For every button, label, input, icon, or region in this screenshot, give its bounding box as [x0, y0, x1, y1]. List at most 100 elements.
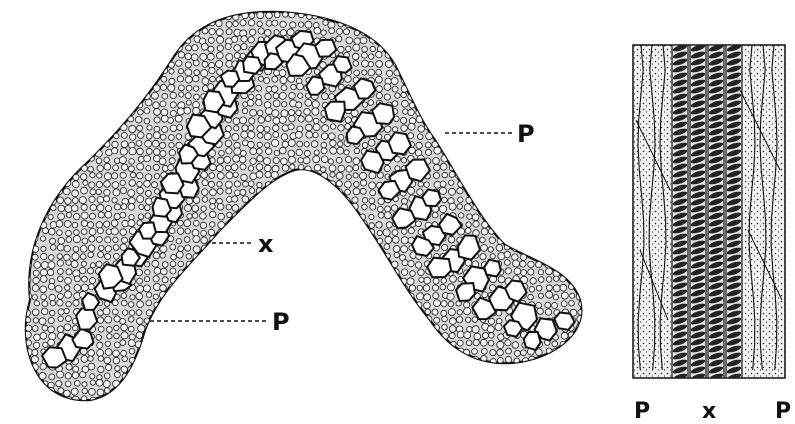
- phloem-cell: [411, 60, 416, 65]
- phloem-cell: [224, 357, 231, 364]
- phloem-cell: [386, 222, 392, 228]
- phloem-cell: [272, 110, 279, 117]
- phloem-cell: [561, 93, 568, 100]
- phloem-cell: [353, 390, 359, 396]
- label-xylem: x: [258, 230, 274, 258]
- phloem-cell: [72, 372, 79, 379]
- phloem-cell: [498, 109, 504, 115]
- phloem-cell: [137, 318, 144, 325]
- phloem-cell: [503, 61, 509, 67]
- phloem-cell: [232, 285, 239, 292]
- phloem-cell: [488, 116, 494, 122]
- phloem-cell: [545, 61, 552, 68]
- phloem-cell: [264, 204, 270, 210]
- phloem-cell: [313, 349, 320, 356]
- phloem-cell: [386, 11, 393, 18]
- phloem-cell: [74, 276, 80, 282]
- phloem-cell: [234, 148, 241, 155]
- phloem-cell: [233, 293, 239, 299]
- phloem-cell: [161, 13, 168, 20]
- phloem-cell: [482, 367, 488, 373]
- phloem-cell: [305, 349, 311, 355]
- phloem-cell: [289, 190, 294, 195]
- phloem-cell: [17, 134, 23, 140]
- phloem-cell: [119, 94, 126, 101]
- phloem-cell: [217, 357, 224, 364]
- phloem-cell: [512, 342, 519, 349]
- phloem-cell: [584, 4, 589, 9]
- phloem-cell: [40, 398, 47, 405]
- phloem-cell: [377, 381, 384, 388]
- phloem-cell: [551, 372, 558, 379]
- phloem-cell: [296, 284, 302, 290]
- phloem-cell: [323, 278, 328, 283]
- phloem-cell: [496, 38, 502, 44]
- phloem-cell: [345, 189, 351, 195]
- phloem-cell: [384, 403, 391, 410]
- phloem-cell: [576, 270, 582, 276]
- phloem-cell: [232, 381, 238, 387]
- phloem-cell: [57, 230, 63, 236]
- phloem-cell: [584, 164, 590, 170]
- phloem-cell: [553, 84, 560, 91]
- phloem-cell: [202, 180, 208, 186]
- phloem-cell: [385, 301, 392, 308]
- phloem-cell: [43, 342, 48, 347]
- phloem-cell: [48, 36, 53, 41]
- phloem-cell: [297, 83, 304, 90]
- phloem-cell: [499, 101, 504, 106]
- phloem-cell: [537, 406, 542, 411]
- phloem-cell: [337, 147, 344, 154]
- phloem-cell: [50, 164, 56, 170]
- phloem-cell: [187, 214, 192, 219]
- phloem-cell: [561, 164, 567, 170]
- phloem-cell: [179, 85, 185, 91]
- xylem-cell: [243, 57, 262, 74]
- phloem-cell: [376, 373, 383, 380]
- phloem-cell: [560, 372, 566, 378]
- phloem-cell: [312, 6, 318, 12]
- phloem-cell: [544, 188, 551, 195]
- phloem-cell: [423, 68, 430, 75]
- phloem-cell: [329, 380, 335, 386]
- phloem-cell: [522, 213, 527, 218]
- phloem-cell: [488, 247, 493, 252]
- phloem-cell: [410, 389, 417, 396]
- phloem-cell: [242, 261, 247, 266]
- phloem-cell: [266, 198, 272, 204]
- phloem-cell: [320, 212, 326, 218]
- phloem-cell: [457, 204, 462, 209]
- phloem-cell: [425, 45, 431, 51]
- phloem-cell: [40, 157, 46, 163]
- phloem-cell: [225, 261, 231, 267]
- phloem-cell: [115, 372, 121, 378]
- phloem-cell: [66, 141, 72, 147]
- phloem-cell: [144, 118, 150, 124]
- phloem-cell: [457, 310, 462, 315]
- phloem-cell: [395, 317, 400, 322]
- phloem-cell: [408, 260, 414, 266]
- phloem-cell: [546, 285, 552, 291]
- phloem-cell: [177, 228, 184, 235]
- phloem-cell: [249, 373, 256, 380]
- phloem-cell: [184, 6, 190, 12]
- phloem-cell: [289, 286, 295, 292]
- phloem-cell: [448, 347, 455, 354]
- phloem-cell: [58, 405, 64, 411]
- phloem-cell: [272, 198, 278, 204]
- phloem-cell: [57, 38, 63, 44]
- phloem-cell: [49, 294, 55, 300]
- phloem-cell: [368, 100, 374, 106]
- phloem-cell: [274, 373, 280, 379]
- phloem-cell: [416, 221, 422, 227]
- phloem-cell: [170, 13, 177, 20]
- phloem-cell: [440, 357, 447, 364]
- phloem-cell: [49, 333, 56, 340]
- phloem-cell: [531, 29, 536, 34]
- phloem-cell: [586, 22, 591, 27]
- phloem-cell: [536, 54, 541, 59]
- label-phloem-upper: P: [517, 120, 535, 148]
- phloem-cell: [496, 21, 503, 28]
- phloem-cell: [18, 93, 25, 100]
- phloem-cell: [192, 205, 199, 212]
